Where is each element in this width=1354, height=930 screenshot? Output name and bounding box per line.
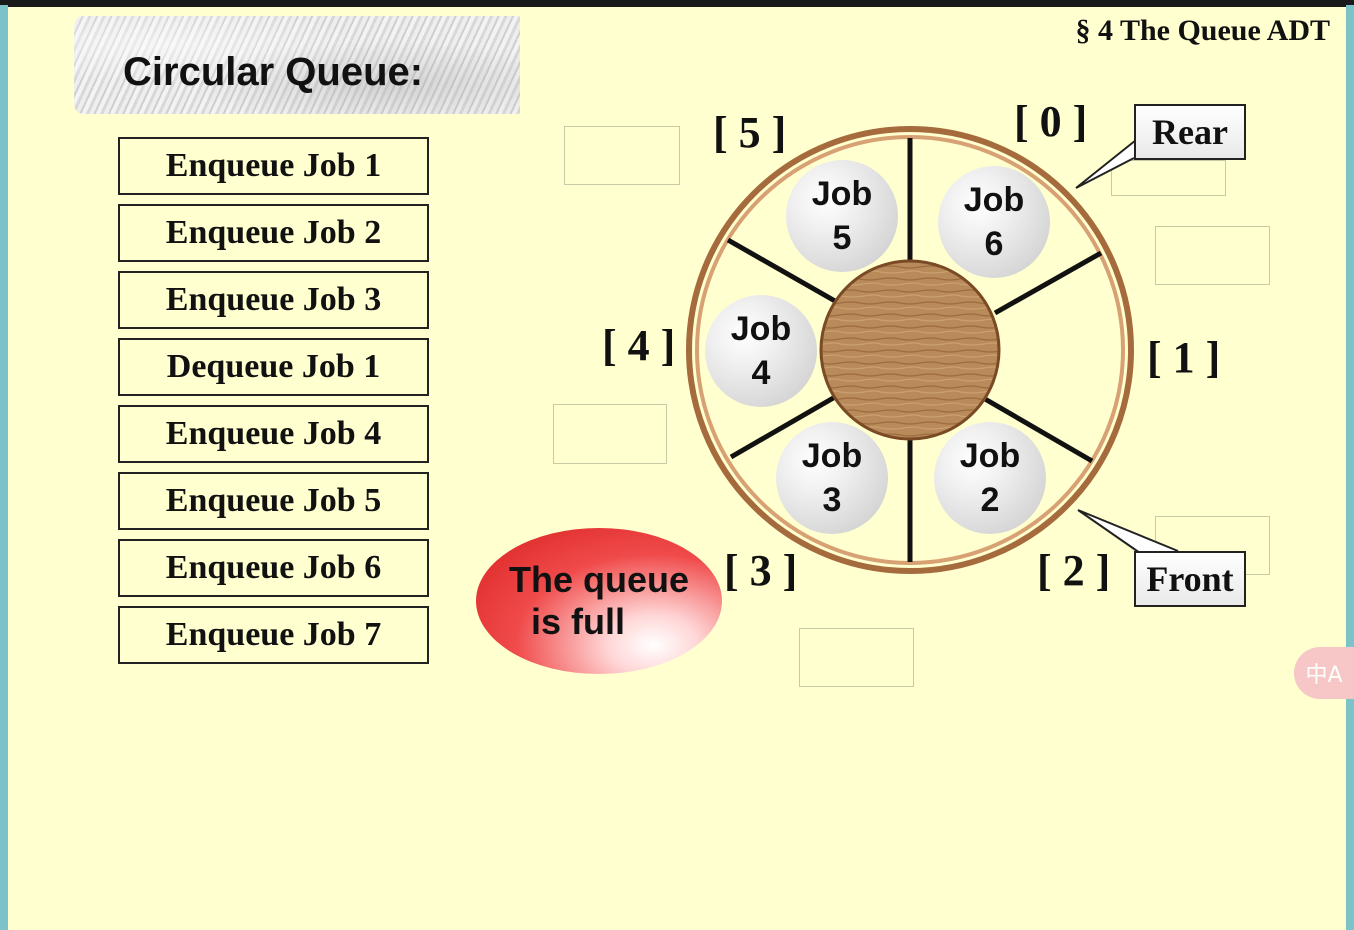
job-word: Job — [801, 437, 863, 475]
job-slot-4: Job 4 — [705, 295, 817, 407]
job-word: Job — [963, 181, 1025, 219]
rear-callout: Rear — [1134, 104, 1246, 160]
outer-ring — [686, 126, 1134, 574]
job-slot-0: Job 6 — [938, 166, 1050, 278]
job-word: Job — [730, 310, 792, 348]
placeholder-box — [564, 126, 680, 185]
placeholder-box — [1111, 160, 1226, 196]
top-border — [0, 0, 1354, 5]
divider-line — [729, 394, 837, 460]
front-pointer — [1077, 509, 1179, 554]
divider-line — [726, 237, 837, 304]
outer-ring-inner — [695, 135, 1125, 565]
index-label-2: [ 2 ] — [1037, 546, 1111, 595]
operation-item: Enqueue Job 5 — [118, 472, 429, 530]
operation-item: Enqueue Job 6 — [118, 539, 429, 597]
job-number: 6 — [984, 225, 1004, 263]
operation-item: Enqueue Job 1 — [118, 137, 429, 195]
job-number: 2 — [980, 481, 1000, 519]
job-number: 5 — [832, 219, 852, 257]
status-line-2: is full — [530, 601, 625, 642]
placeholder-box — [553, 404, 667, 464]
job-slot-2: Job 2 — [934, 422, 1046, 534]
divider-line — [993, 250, 1103, 316]
wood-hub — [819, 259, 1001, 441]
status-line-1: The queue — [508, 559, 690, 600]
job-word: Job — [959, 437, 1021, 475]
operation-item: Enqueue Job 3 — [118, 271, 429, 329]
section-header: § 4 The Queue ADT — [1075, 14, 1331, 47]
divider-line — [983, 396, 1094, 464]
translate-icon[interactable]: 中A — [1294, 647, 1354, 699]
placeholder-box — [1155, 226, 1270, 285]
index-label-0: [ 0 ] — [1014, 97, 1088, 146]
front-callout: Front — [1134, 551, 1246, 607]
slide-title: Circular Queue: — [123, 50, 424, 94]
index-label-3: [ 3 ] — [724, 546, 798, 595]
index-label-5: [ 5 ] — [713, 108, 787, 157]
placeholder-box — [799, 628, 914, 687]
index-label-4: [ 4 ] — [602, 321, 676, 370]
operation-item: Enqueue Job 7 — [118, 606, 429, 664]
job-slot-5: Job 5 — [786, 160, 898, 272]
job-slot-3: Job 3 — [776, 422, 888, 534]
queue-full-status: The queue is full — [476, 528, 722, 674]
job-number: 3 — [822, 481, 842, 519]
job-word: Job — [811, 175, 873, 213]
index-label-1: [ 1 ] — [1147, 333, 1221, 382]
title-banner — [74, 16, 520, 114]
operation-item: Enqueue Job 2 — [118, 204, 429, 262]
rear-pointer — [1075, 139, 1137, 189]
operation-item: Dequeue Job 1 — [118, 338, 429, 396]
job-number: 4 — [751, 354, 771, 392]
operation-item: Enqueue Job 4 — [118, 405, 429, 463]
